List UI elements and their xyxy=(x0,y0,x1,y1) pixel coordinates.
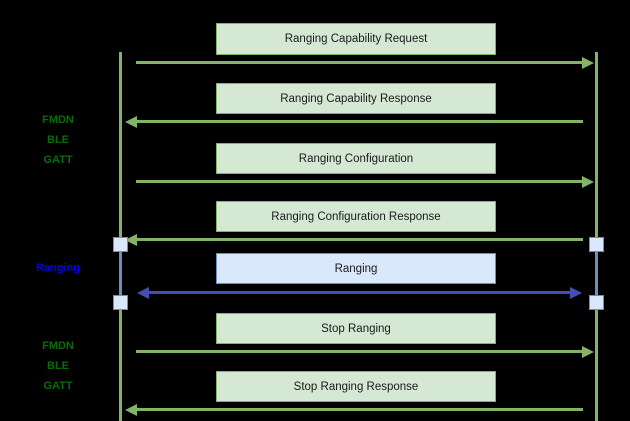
arrowhead-left-icon xyxy=(125,403,137,416)
ranging-activation-bar-left xyxy=(119,244,122,302)
message-arrow-ranging-configuration xyxy=(136,175,594,188)
lifeline-right xyxy=(595,52,598,421)
arrowhead-left-icon xyxy=(137,286,149,299)
message-arrow-ranging-capability-response xyxy=(125,115,583,128)
message-box-ranging-configuration: Ranging Configuration xyxy=(216,143,496,174)
ranging-activation-bar-right xyxy=(595,244,598,302)
arrowhead-left-icon xyxy=(125,233,137,246)
message-arrow-stop-ranging-response xyxy=(125,403,583,416)
arrowhead-right-icon xyxy=(570,286,582,299)
message-box-ranging: Ranging xyxy=(216,253,496,284)
ranging-activation-end-right xyxy=(589,295,604,310)
ranging-activation-end-left xyxy=(113,295,128,310)
ranging-activation-start-right xyxy=(589,237,604,252)
message-arrow-ranging-configuration-response xyxy=(125,233,583,246)
message-box-ranging-configuration-response: Ranging Configuration Response xyxy=(216,201,496,232)
phase-label-fmdn-ble-gatt-bottom: FMDN BLE GATT xyxy=(42,340,74,392)
arrowhead-left-icon xyxy=(125,115,137,128)
message-arrow-stop-ranging xyxy=(136,345,594,358)
phase-label-ranging: Ranging xyxy=(36,262,80,274)
message-arrow-ranging-bidirectional xyxy=(137,286,582,299)
message-box-ranging-capability-request: Ranging Capability Request xyxy=(216,23,496,55)
arrowhead-right-icon xyxy=(582,56,594,69)
arrowhead-right-icon xyxy=(582,345,594,358)
message-arrow-ranging-capability-request xyxy=(136,56,594,69)
message-box-stop-ranging: Stop Ranging xyxy=(216,313,496,344)
message-box-ranging-capability-response: Ranging Capability Response xyxy=(216,83,496,114)
phase-label-fmdn-ble-gatt-top: FMDN BLE GATT xyxy=(42,114,74,166)
lifeline-left xyxy=(119,52,122,421)
arrowhead-right-icon xyxy=(582,175,594,188)
message-box-stop-ranging-response: Stop Ranging Response xyxy=(216,371,496,402)
ranging-activation-start-left xyxy=(113,237,128,252)
